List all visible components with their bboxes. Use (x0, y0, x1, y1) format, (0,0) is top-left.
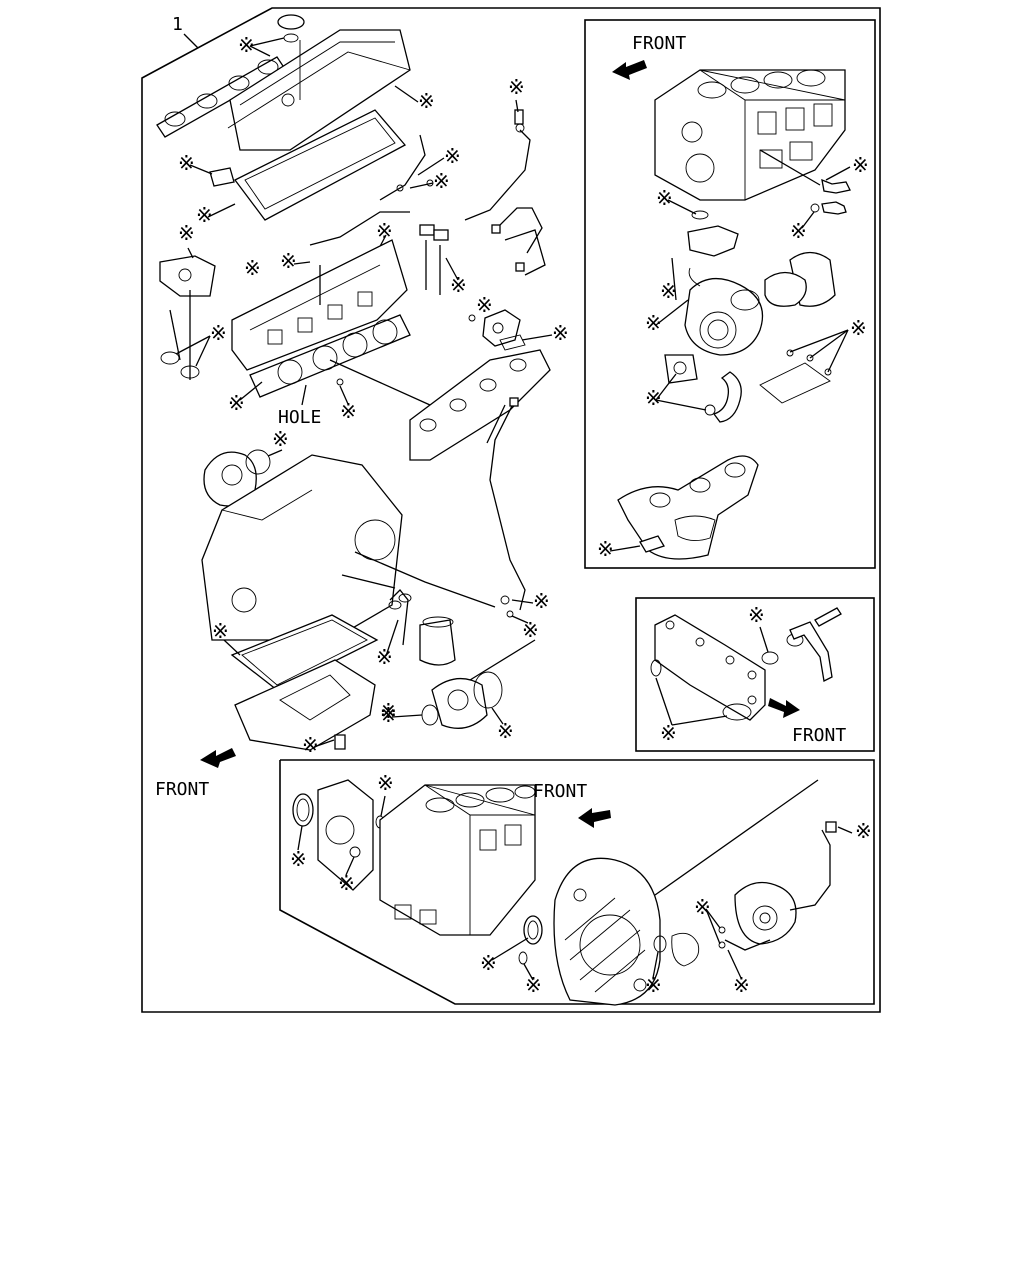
callout-asterisk: ※ (212, 619, 229, 643)
main-frame (141, 7, 881, 1013)
callout-asterisk: ※ (380, 703, 397, 727)
callout-asterisk: ※ (433, 169, 450, 193)
callout-asterisk: ※ (852, 153, 869, 177)
front-arrow-left (200, 748, 236, 768)
flywheel-housing (553, 857, 661, 1006)
callout-asterisk: ※ (376, 645, 393, 669)
callout-asterisk: ※ (340, 399, 357, 423)
callout-asterisk: ※ (522, 618, 539, 642)
vacuum-pump (734, 881, 797, 945)
inset-flywheel-housing (279, 759, 875, 1005)
callout-asterisk: ※ (376, 219, 393, 243)
callout-asterisk: ※ (533, 589, 550, 613)
callout-asterisk: ※ (302, 733, 319, 757)
callout-asterisk: ※ (850, 316, 867, 340)
callout-asterisk: ※ (210, 321, 227, 345)
callout-asterisk: ※ (377, 771, 394, 795)
front-arrow-top-right (612, 60, 647, 80)
front-arrow-bottom (578, 808, 611, 828)
callout-asterisk: ※ (645, 311, 662, 335)
inset-oil-cooler (635, 597, 875, 752)
turbocharger (671, 257, 764, 356)
callout-asterisk: ※ (244, 256, 261, 280)
thermostat-housing (159, 255, 216, 297)
item-number-label: 1 (172, 14, 183, 35)
front-label-left: FRONT (155, 779, 209, 800)
callout-asterisk: ※ (338, 871, 355, 895)
cylinder-block-lower (379, 784, 536, 936)
callout-asterisk: ※ (272, 427, 289, 451)
water-pump (203, 449, 271, 507)
cylinder-block-upper (654, 69, 846, 201)
front-label-mid-right: FRONT (792, 725, 846, 746)
callout-asterisk: ※ (552, 321, 569, 345)
callout-asterisk: ※ (645, 973, 662, 997)
oil-pan (234, 659, 376, 751)
callout-asterisk: ※ (418, 89, 435, 113)
callout-asterisk: ※ (733, 973, 750, 997)
front-arrow-mid-right (768, 698, 800, 718)
intake-manifold (409, 349, 551, 461)
callout-asterisk: ※ (228, 391, 245, 415)
front-label-bottom: FRONT (533, 781, 587, 802)
callout-asterisk: ※ (196, 203, 213, 227)
callout-asterisk: ※ (656, 186, 673, 210)
callout-asterisk: ※ (238, 33, 255, 57)
callout-asterisk: ※ (450, 273, 467, 297)
hole-label: HOLE (278, 407, 321, 428)
front-label-top-right: FRONT (632, 33, 686, 54)
callout-asterisk: ※ (280, 249, 297, 273)
inset-turbo-block (584, 19, 876, 569)
callout-asterisk: ※ (645, 386, 662, 410)
cylinder-block-main (201, 454, 403, 641)
callout-asterisk: ※ (178, 221, 195, 245)
callout-asterisk: ※ (660, 279, 677, 303)
callout-asterisk: ※ (525, 973, 542, 997)
callout-asterisk: ※ (790, 219, 807, 243)
callout-asterisk: ※ (508, 75, 525, 99)
callout-asterisk: ※ (178, 151, 195, 175)
callout-asterisk: ※ (290, 847, 307, 871)
callout-asterisk: ※ (660, 721, 677, 745)
callout-asterisk: ※ (497, 719, 514, 743)
callout-asterisk: ※ (597, 537, 614, 561)
callout-asterisk: ※ (480, 951, 497, 975)
oil-cooler-housing (654, 614, 766, 721)
oil-filter (419, 616, 456, 666)
cylinder-head-gasket (249, 314, 411, 398)
callout-asterisk: ※ (855, 819, 872, 843)
callout-asterisk: ※ (476, 293, 493, 317)
callout-asterisk: ※ (748, 603, 765, 627)
callout-asterisk: ※ (444, 144, 461, 168)
exhaust-manifold-inset (617, 455, 759, 560)
callout-asterisk: ※ (694, 895, 711, 919)
